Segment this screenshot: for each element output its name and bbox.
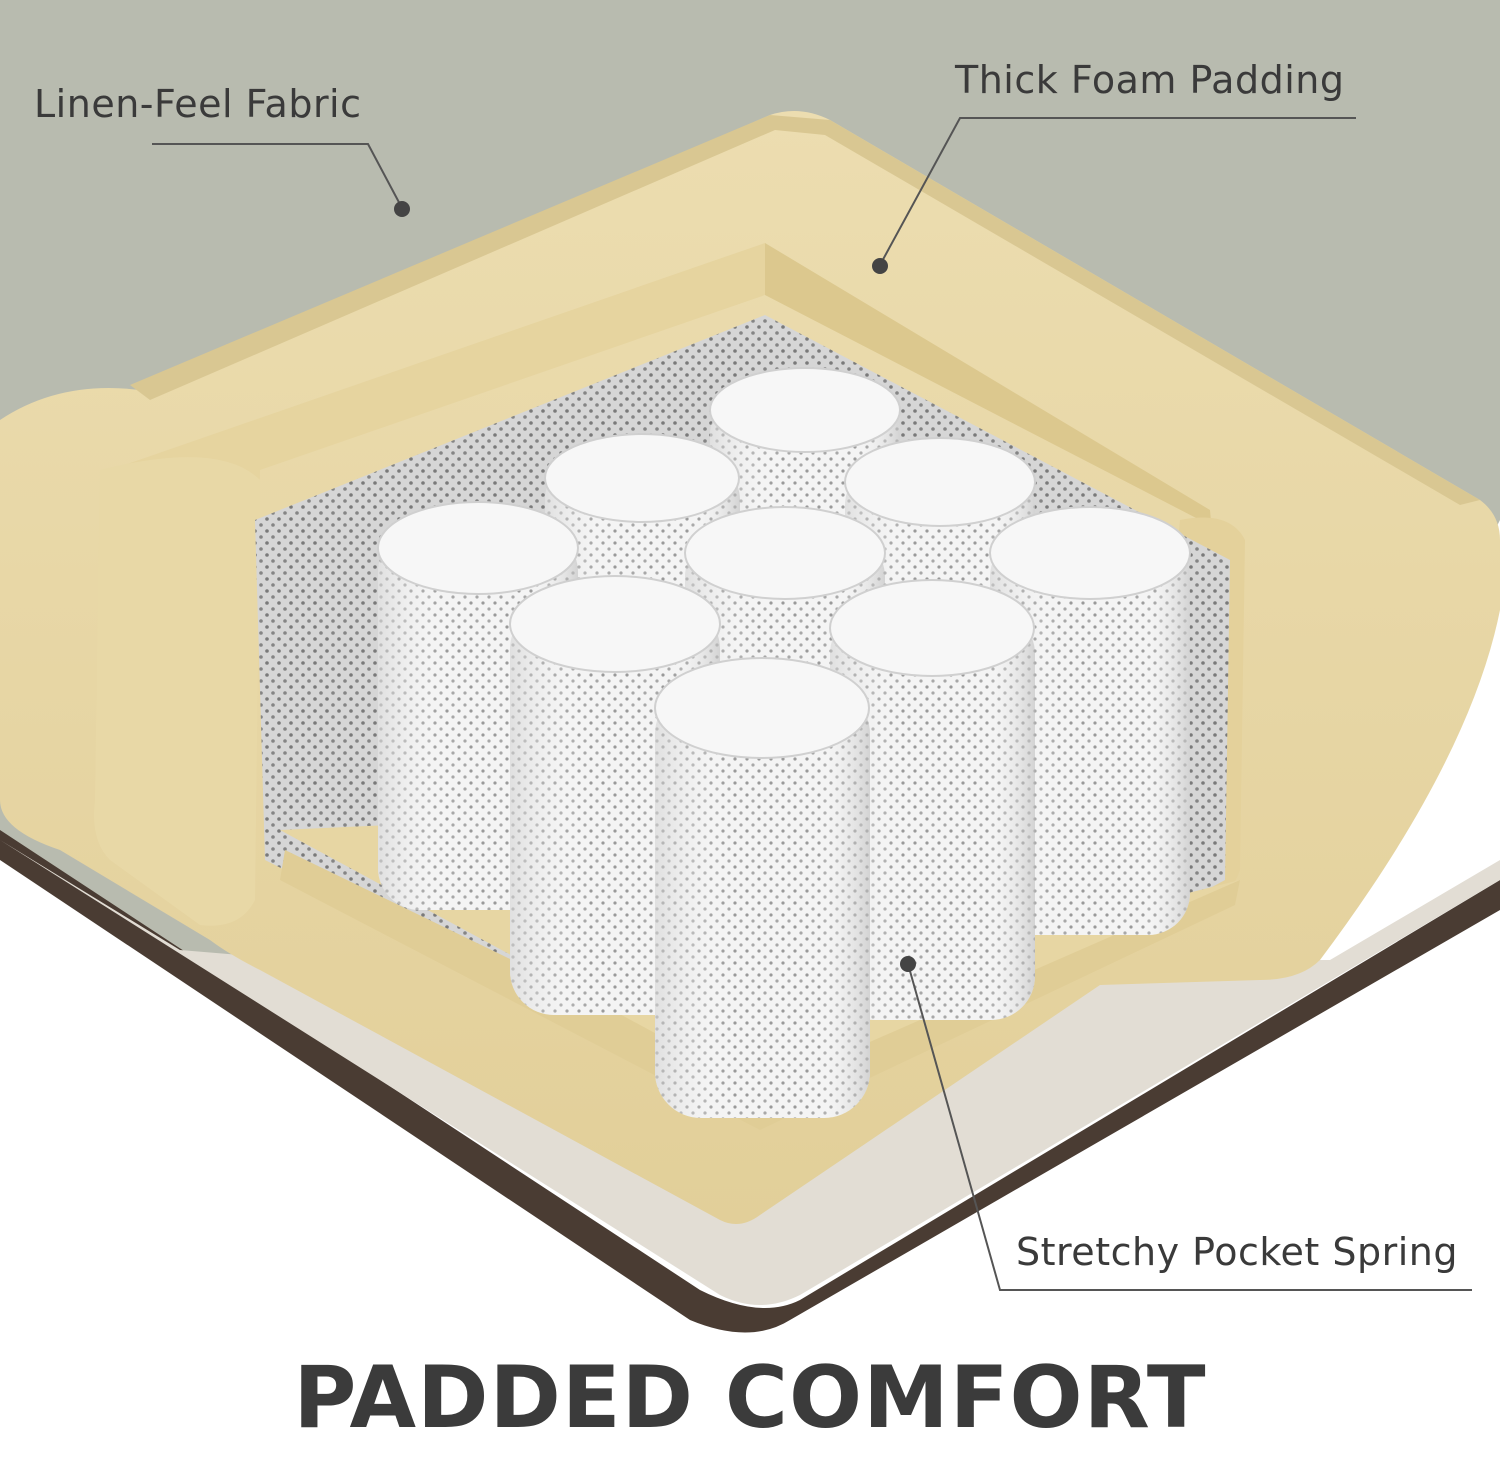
pocket-spring	[829, 579, 1035, 1020]
callout-spring	[907, 963, 1472, 1291]
label-linen-feel-fabric: Linen-Feel Fabric	[34, 82, 362, 126]
callout-fabric	[152, 143, 403, 209]
label-thick-foam-padding: Thick Foam Padding	[955, 58, 1345, 102]
pocket-spring	[654, 657, 870, 1118]
headline-padded-comfort: PADDED COMFORT	[293, 1348, 1207, 1448]
pocket-springs	[377, 367, 1191, 1118]
callout-dot-fabric	[394, 201, 410, 217]
mattress-edge	[0, 830, 1500, 1333]
cavity-back-right	[765, 243, 1240, 900]
foam-inner-left	[94, 457, 260, 926]
callout-foam	[879, 117, 1356, 266]
foam-floor	[280, 850, 1240, 1130]
pocket-spring	[989, 506, 1191, 935]
callout-dot-foam	[872, 258, 888, 274]
label-stretchy-pocket-spring: Stretchy Pocket Spring	[1016, 1230, 1458, 1274]
callout-dot-spring	[900, 956, 916, 972]
